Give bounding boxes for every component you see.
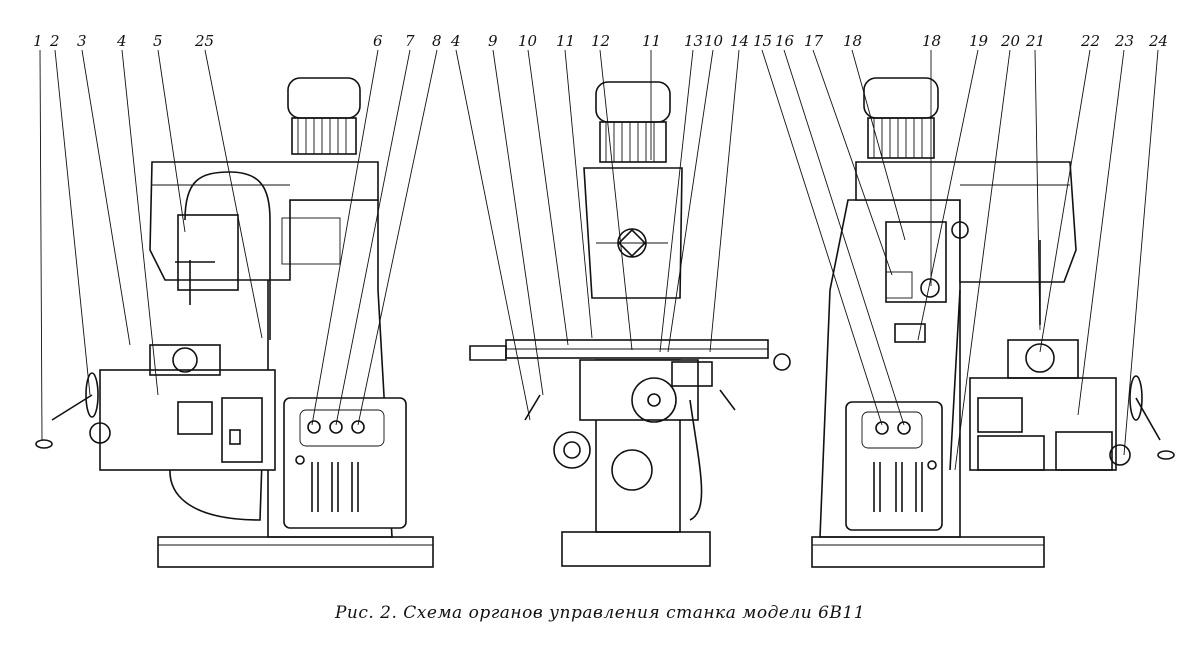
label-10: 10: [518, 32, 538, 50]
label-6: 6: [373, 32, 383, 50]
label-18: 18: [843, 32, 862, 50]
label-20: 20: [1000, 32, 1021, 50]
right-side-view: [811, 77, 1175, 568]
label-5: 5: [153, 32, 163, 50]
label-11: 11: [556, 32, 575, 50]
label-18b: 18: [922, 32, 941, 50]
label-17: 17: [804, 32, 824, 50]
label-1: 1: [33, 32, 43, 50]
label-9: 9: [488, 32, 498, 50]
label-25: 25: [194, 32, 214, 50]
figure-caption: Рис. 2. Схема органов управления станка …: [334, 603, 866, 623]
label-16: 16: [775, 32, 795, 50]
front-view: [469, 81, 791, 567]
label-4b: 4: [450, 32, 461, 50]
label-8: 8: [432, 32, 442, 50]
label-15: 15: [753, 32, 772, 50]
label-3: 3: [77, 32, 87, 50]
callout-labels: 1 2 3 4 5 25 6 7 8 4 9 10 11 12 11 13 10…: [33, 32, 1168, 50]
label-12: 12: [591, 32, 610, 50]
label-10b: 10: [704, 32, 724, 50]
left-side-view: [35, 77, 434, 568]
label-19: 19: [969, 32, 989, 50]
label-21: 21: [1025, 32, 1045, 50]
callout-leaders: [39, 49, 1159, 471]
label-7: 7: [405, 32, 415, 50]
label-24: 24: [1148, 32, 1168, 50]
label-2: 2: [49, 32, 60, 50]
label-23: 23: [1114, 32, 1134, 50]
label-13: 13: [684, 32, 703, 50]
label-11b: 11: [642, 32, 661, 50]
label-4: 4: [116, 32, 127, 50]
label-22: 22: [1080, 32, 1100, 50]
label-14: 14: [730, 32, 749, 50]
